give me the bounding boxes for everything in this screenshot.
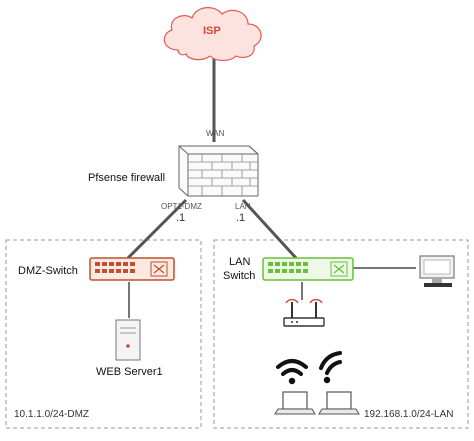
web-server-label: WEB Server1 [96, 366, 163, 378]
lan-switch-label-line1: LAN [229, 256, 251, 268]
lan-port-label: LAN [235, 202, 251, 211]
lan-ip-label: .1 [236, 212, 246, 224]
wireless-router-icon [283, 298, 325, 327]
firewall-dmz-link [126, 198, 188, 260]
opt1-port-label: OPT1-DMZ [161, 202, 202, 211]
laptop-icon [274, 391, 316, 415]
lan-switch-label-line2: Switch [223, 270, 256, 282]
firewall-icon [178, 145, 259, 197]
lan-subnet-label: 192.168.1.0/24-LAN [364, 409, 454, 420]
firewall-label: Pfsense firewall [88, 172, 166, 184]
dmz-switch-icon [89, 257, 175, 281]
dmz-zone-box [5, 239, 202, 429]
lan-zone-box [213, 239, 469, 429]
server-icon [115, 319, 141, 361]
lan-switch-icon [262, 257, 354, 281]
isp-cloud-icon [163, 7, 262, 62]
desktop-pc-icon [419, 255, 455, 287]
dmz-subnet-label: 10.1.1.0/24-DMZ [14, 409, 90, 420]
wifi-signal-icon-2 [319, 351, 342, 384]
isp-label: ISP [203, 25, 221, 37]
wan-port-label: WAN [206, 129, 225, 138]
dmz-switch-label: DMZ-Switch [18, 265, 78, 277]
wifi-signal-icon [276, 359, 308, 385]
laptop-icon-2 [318, 391, 360, 415]
firewall-lan-link [241, 198, 298, 260]
opt1-ip-label: .1 [176, 212, 186, 224]
